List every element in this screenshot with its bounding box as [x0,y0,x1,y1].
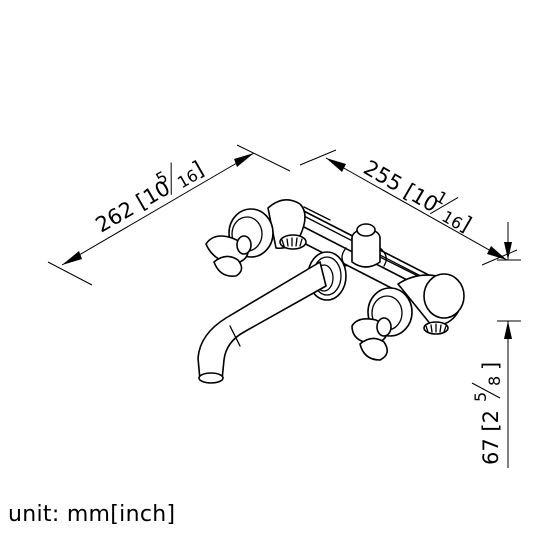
arrowhead-height-bottom [504,321,512,339]
arrowhead-depth-left [62,251,82,265]
height-inch-denominator: 8 [485,376,504,386]
arrowhead-depth-right [234,153,254,167]
faucet-drawing [197,199,465,384]
center-connector [341,223,387,268]
arrowhead-height-top [504,242,512,260]
extension-line-depth-left [47,261,93,286]
height-inch-numerator: 5 [471,392,490,402]
dimension-line-width [325,157,508,261]
svg-text:255 [10: 255 [10 [360,156,443,218]
extension-line-width-left [299,149,337,166]
arrowhead-width-right [487,246,507,260]
svg-text:67 [2: 67 [2 [479,410,503,465]
extension-line-depth-right [236,144,291,172]
arrowhead-width-left [326,158,346,172]
height-mm-label: 67 [479,438,503,465]
dimension-line-depth [61,152,255,266]
unit-note: unit: mm[inch] [8,502,176,527]
spout [197,261,327,384]
svg-text:]: ] [479,362,503,370]
right-valve [367,273,465,337]
dimension-height: 67 [2 5 8 ] [471,222,521,468]
height-inch-whole: 2 [479,410,503,423]
right-cross-handle [351,317,392,361]
left-cross-handle [205,235,252,278]
